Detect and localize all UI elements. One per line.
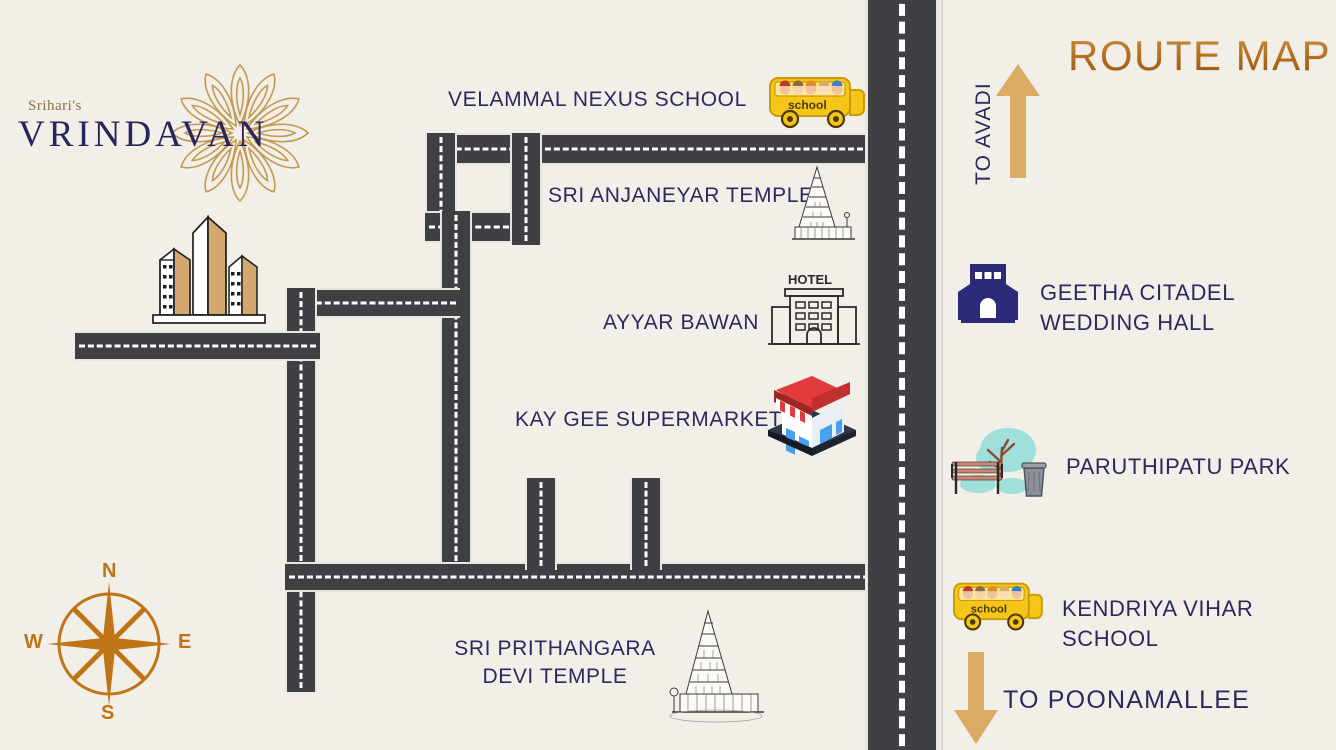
legend-item-kendriya-vihar-school: KENDRIYA VIHAR SCHOOL (1062, 594, 1336, 653)
hotel-icon: HOTEL (768, 272, 860, 345)
arrow-up-icon (996, 64, 1040, 178)
road-segment (525, 478, 557, 570)
road-segment (285, 562, 882, 592)
road-segment (630, 478, 662, 570)
logo-title: VRINDAVAN (18, 114, 269, 155)
map-label-ayyar-bawan: AYYAR BAWAN (603, 311, 759, 334)
main-highway-to-avadi-poonamallee (865, 0, 939, 750)
road-segment (425, 133, 867, 165)
compass-west-label: W (24, 631, 43, 653)
map-label-sri-prithangara-devi-temple: SRI PRITHANGARA DEVI TEMPLE (440, 635, 670, 692)
road-segment (440, 211, 472, 583)
svg-text:school: school (971, 604, 1007, 616)
compass-rose-icon (47, 582, 171, 706)
legend-item-paruthipatu-park: PARUTHIPATU PARK (1066, 452, 1290, 482)
map-label-velammal-nexus-school: VELAMMAL NEXUS SCHOOL (448, 88, 747, 111)
apartment-buildings-icon (152, 214, 266, 324)
legend-line1: KENDRIYA VIHAR SCHOOL (1062, 596, 1254, 651)
park-bench-tree-icon (951, 428, 1047, 497)
map-label-kay-gee-supermarket: KAY GEE SUPERMARKET (515, 408, 783, 431)
temple-gopuram-large-icon (669, 609, 764, 723)
school-bus-icon: school (769, 77, 865, 129)
arrow-down-icon (954, 652, 998, 744)
direction-to-avadi-label: TO AVADI (972, 82, 995, 185)
supermarket-shop-icon (768, 376, 856, 456)
direction-to-poonamallee-label: TO POONAMALLEE (1003, 686, 1250, 714)
road-segment (510, 133, 542, 245)
road-segment (75, 331, 320, 361)
mandala-flower-icon (170, 63, 310, 203)
legend-item-geetha-citadel-wedding-hall: GEETHA CITADEL WEDDING HALL (1040, 278, 1235, 337)
compass-south-label: S (101, 702, 115, 724)
svg-text:school: school (788, 98, 827, 112)
logo-pretitle: Srihari's (28, 98, 82, 114)
wedding-hall-building-icon (958, 264, 1018, 323)
legend-line1: GEETHA CITADEL (1040, 280, 1236, 305)
svg-text:HOTEL: HOTEL (788, 272, 832, 287)
compass-north-label: N (102, 560, 117, 582)
temple-label-line2: DEVI TEMPLE (482, 665, 628, 689)
temple-label-line1: SRI PRITHANGARA (454, 637, 656, 660)
temple-gopuram-icon (792, 165, 855, 240)
legend-line2: WEDDING HALL (1040, 309, 1215, 335)
map-label-sri-anjaneyar-temple: SRI ANJANEYAR TEMPLE (548, 184, 814, 207)
legend-line1: PARUTHIPATU PARK (1066, 454, 1291, 479)
compass-east-label: E (178, 631, 192, 653)
legend-panel-divider (941, 0, 943, 750)
page-title: ROUTE MAP (1068, 32, 1332, 79)
school-bus-icon: school (953, 582, 1043, 631)
